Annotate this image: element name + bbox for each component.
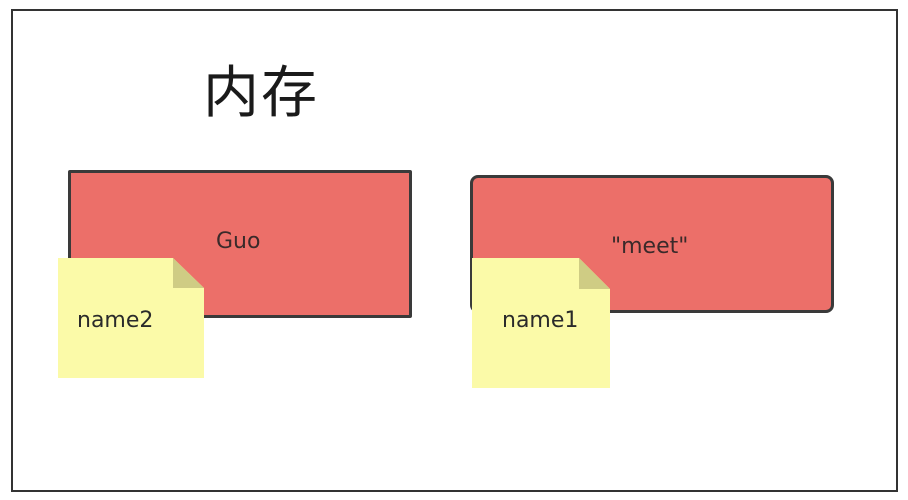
value-label-meet: "meet" <box>611 234 689 259</box>
value-label-guo: Guo <box>216 229 261 254</box>
sticky-note-name2: name2 <box>58 258 204 378</box>
memory-title: 内存 <box>203 61 319 126</box>
sticky-note-icon <box>58 258 204 378</box>
sticky-note-name1: name1 <box>472 258 610 388</box>
sticky-note-icon <box>472 258 610 388</box>
variable-label-name2: name2 <box>77 308 154 333</box>
variable-label-name1: name1 <box>502 308 579 333</box>
